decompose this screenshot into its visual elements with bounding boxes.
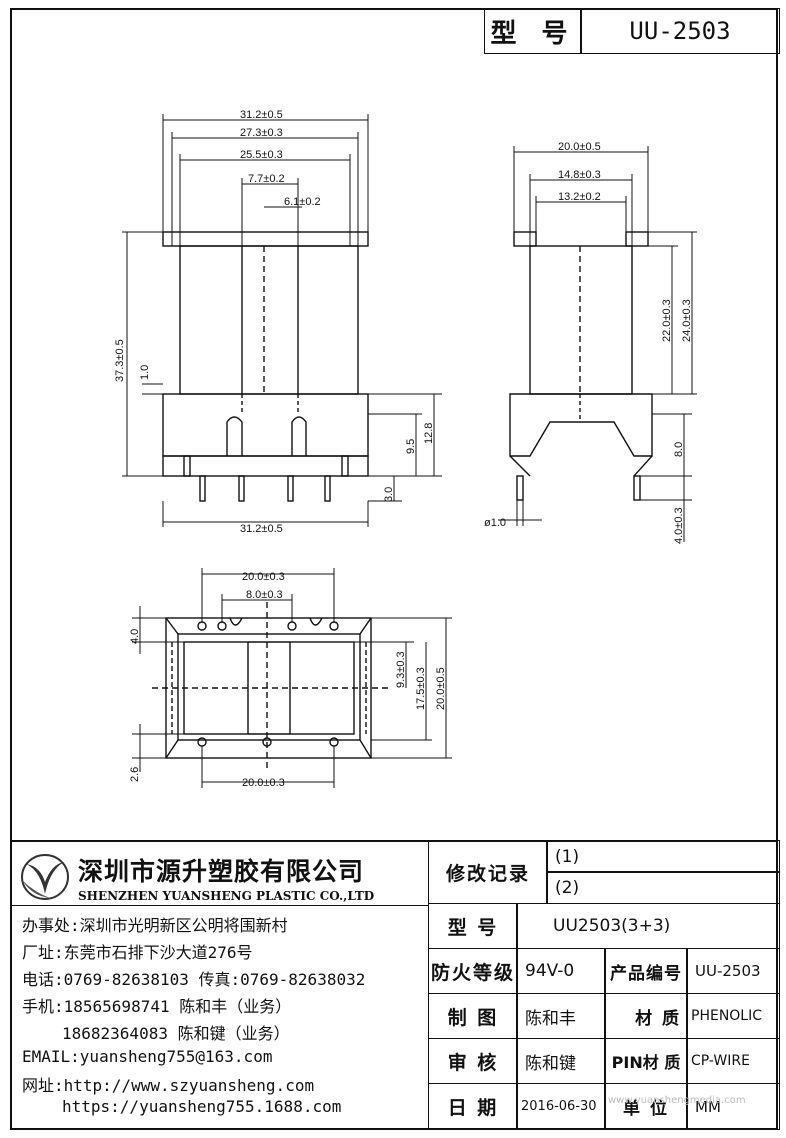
dim-bottom-edge-low: 2.6 [129,767,141,782]
reviewed-by-label: 审 核 [428,1038,518,1084]
dim-side-pin-length: 4.0±0.3 [673,507,685,544]
fire-rating-label: 防火等级 [428,948,518,994]
drawn-by-label: 制 图 [428,993,518,1039]
dim-bottom-pin-span-bottom: 20.0±0.3 [242,777,285,789]
fire-rating-value: 94V-0 [516,948,606,994]
company-mobile-2: 18682364083 陈和键（业务） [62,1024,290,1043]
pin-material-value: CP-WIRE [686,1038,780,1084]
dim-front-half-width: 6.1±0.2 [284,196,321,208]
company-phone: 电话:0769-82638103 传真:0769-82638032 [22,970,366,989]
drawn-by-value: 陈和丰 [516,993,606,1039]
dim-front-flange-width: 27.3±0.3 [240,127,283,139]
date-label: 日 期 [428,1083,518,1130]
dim-bottom-edge: 4.0 [129,629,141,644]
dim-side-pin-diameter: ø1.0 [484,517,506,529]
date-value: 2016-06-30 [516,1083,606,1130]
dim-front-base-width: 31.2±0.5 [240,523,283,535]
dim-front-height: 37.3±0.5 [114,339,126,382]
dim-front-overall-width: 31.2±0.5 [240,109,283,121]
dim-side-height-inner: 22.0±0.3 [661,299,673,342]
header-model: UU-2503 [580,8,780,54]
drawing-sheet: 型 号 UU-2503 [10,8,780,1130]
dim-front-base-total: 12.8 [423,423,435,444]
material-value: PHENOLIC [686,993,780,1039]
dim-bottom-inner: 17.5±0.3 [415,667,427,710]
reviewed-by-value: 陈和键 [516,1038,606,1084]
company-website-1688: https://yuansheng755.1688.com [62,1097,342,1116]
dim-front-pin-length: 3.0 [383,487,395,502]
product-code-label: 产品编号 [604,948,688,994]
side-view [509,231,653,501]
company-email: EMAIL:yuansheng755@163.com [22,1047,273,1066]
company-mobile-1: 手机:18565698741 陈和丰（业务） [22,997,292,1016]
company-office: 办事处:深圳市光明新区公明将围新村 [22,916,288,935]
header-type-label: 型 号 [484,8,582,54]
technical-drawing: 31.2±0.5 27.3±0.3 25.5±0.3 7.7±0.2 6.1±0… [114,109,697,789]
titleblock-divider [10,840,778,842]
dim-side-height-outer: 24.0±0.3 [681,299,693,342]
revision-2: (2) [546,871,780,904]
dim-side-body: 14.8±0.3 [558,169,601,181]
dim-front-center-width: 7.7±0.2 [248,173,285,185]
watermark: www.yuanshengmedia.com [608,1095,746,1106]
company-info-divider [10,905,428,906]
dim-bottom-half: 9.3±0.3 [395,651,407,688]
revision-label: 修改记录 [428,840,548,904]
dim-front-flange-thickness: 1.0 [139,365,151,380]
material-label: 材 质 [604,993,688,1039]
dim-front-base-height: 9.5 [405,439,417,454]
pin-material-label: PIN材 质 [604,1038,688,1084]
company-name-en: SHENZHEN YUANSHENG PLASTIC CO.,LTD [78,889,375,903]
unit-label: 单 位 [604,1083,688,1130]
unit-value: MM [686,1083,780,1130]
company-website: 网址:http://www.szyuansheng.com [22,1076,315,1095]
dim-side-core: 13.2±0.2 [558,191,601,203]
company-factory: 厂址:东莞市石排下沙大道276号 [22,943,253,962]
dim-bottom-pin-pitch: 8.0±0.3 [246,589,283,601]
dim-bottom-outer: 20.0±0.5 [435,667,447,710]
type-value: UU2503(3+3) [516,903,780,949]
type-label: 型 号 [428,903,518,949]
dim-side-base: 8.0 [673,442,685,457]
product-code-value: UU-2503 [686,948,780,994]
dim-side-overall: 20.0±0.5 [558,141,601,153]
dim-front-body-width: 25.5±0.3 [240,149,283,161]
dim-bottom-pin-span-top: 20.0±0.3 [242,571,285,583]
bottom-view [152,602,392,772]
front-view [162,231,369,502]
company-logo [21,854,69,900]
revision-1: (1) [546,840,780,873]
company-name-cn: 深圳市源升塑胶有限公司 [78,857,365,886]
